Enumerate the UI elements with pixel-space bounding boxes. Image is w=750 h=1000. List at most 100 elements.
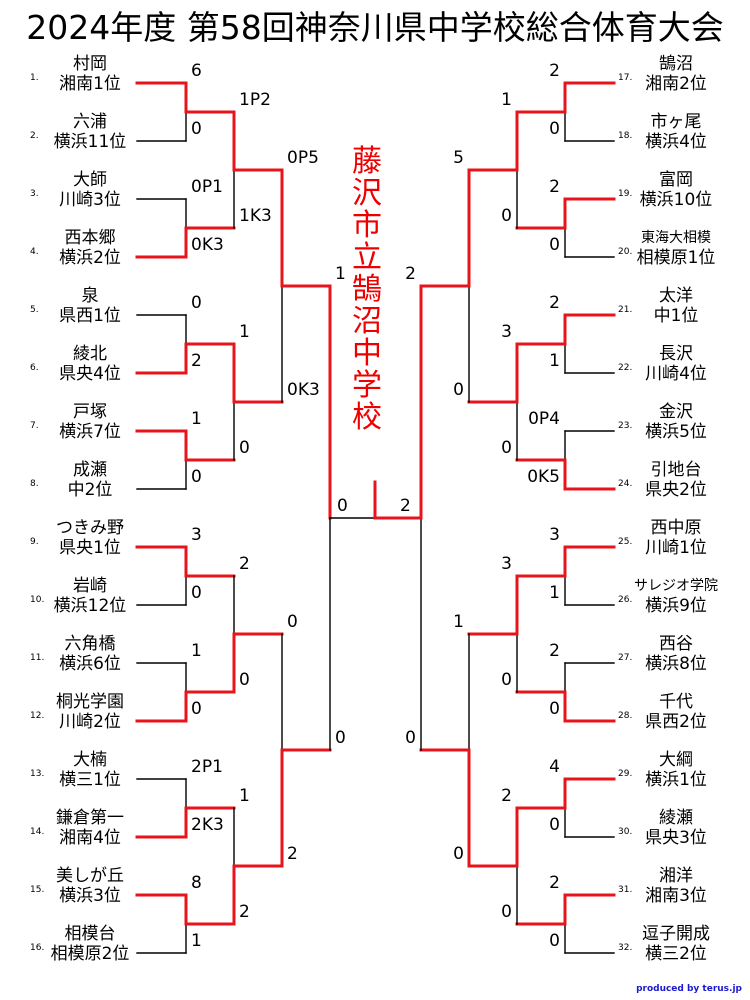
score: 0 bbox=[191, 583, 202, 603]
seed-number: 12. bbox=[30, 711, 45, 721]
team-rank: 横浜5位 bbox=[645, 422, 707, 442]
score: 0 bbox=[501, 902, 512, 922]
seed-number: 4. bbox=[30, 247, 39, 257]
team-school: 引地台 bbox=[650, 460, 702, 480]
team-name: 綾北県央4位 bbox=[42, 344, 138, 384]
team-rank: 県央1位 bbox=[59, 538, 121, 558]
score: 1 bbox=[191, 641, 202, 661]
team-school: 大師 bbox=[73, 170, 107, 190]
team-name: 岩崎横浜12位 bbox=[42, 576, 138, 616]
seed-number: 13. bbox=[30, 769, 45, 779]
seed-number: 24. bbox=[618, 479, 633, 489]
score: 0 bbox=[191, 119, 202, 139]
team-school: 岩崎 bbox=[73, 576, 107, 596]
seed-number: 23. bbox=[618, 421, 633, 431]
score: 0 bbox=[191, 293, 202, 313]
team-rank: 横浜10位 bbox=[639, 190, 713, 210]
seed-number: 22. bbox=[618, 363, 633, 373]
champion-char: 中 bbox=[352, 336, 382, 371]
score: 0P4 bbox=[528, 409, 560, 429]
seed-number: 10. bbox=[30, 595, 45, 605]
champion-char: 学 bbox=[352, 368, 382, 403]
team-school: サレジオ学院 bbox=[634, 578, 718, 594]
seed-number: 26. bbox=[618, 595, 633, 605]
team-name: 湘洋湘南3位 bbox=[628, 866, 724, 906]
champion-char: 沼 bbox=[352, 304, 382, 339]
score: 2 bbox=[549, 177, 560, 197]
score: 3 bbox=[501, 554, 512, 574]
team-rank: 中1位 bbox=[653, 306, 699, 326]
team-rank: 横浜1位 bbox=[645, 770, 707, 790]
seed-number: 2. bbox=[30, 131, 39, 141]
score: 0P1 bbox=[191, 177, 223, 197]
score: 1 bbox=[239, 322, 250, 342]
score: 0 bbox=[453, 844, 464, 864]
score: 4 bbox=[549, 757, 560, 777]
team-name: 西谷横浜8位 bbox=[628, 634, 724, 674]
score: 2 bbox=[239, 902, 250, 922]
score: 2P1 bbox=[191, 757, 223, 777]
score: 0P5 bbox=[287, 148, 319, 168]
team-name: 相模台相模原2位 bbox=[42, 924, 138, 964]
seed-number: 11. bbox=[30, 653, 45, 663]
team-name: 六角橋横浜6位 bbox=[42, 634, 138, 674]
team-school: 桐光学園 bbox=[56, 692, 124, 712]
team-rank: 横浜9位 bbox=[645, 596, 707, 616]
team-school: 湘洋 bbox=[659, 866, 693, 886]
score: 0 bbox=[287, 612, 298, 632]
champion-label: 藤沢市立鵠沼中学校 bbox=[349, 146, 385, 434]
score: 1P2 bbox=[239, 90, 271, 110]
page-title: 2024年度 第58回神奈川県中学校総合体育大会 bbox=[26, 8, 724, 47]
seed-number: 3. bbox=[30, 189, 39, 199]
score: 0 bbox=[501, 206, 512, 226]
team-name: 大楠横三1位 bbox=[42, 750, 138, 790]
team-rank: 川崎1位 bbox=[645, 538, 707, 558]
champion-char: 立 bbox=[352, 240, 382, 275]
score: 1K3 bbox=[239, 206, 272, 226]
team-rank: 湘南3位 bbox=[645, 886, 707, 906]
seed-number: 19. bbox=[618, 189, 633, 199]
score: 0 bbox=[549, 815, 560, 835]
score: 3 bbox=[501, 322, 512, 342]
champion-char: 鵠 bbox=[352, 272, 382, 307]
team-school: 鎌倉第一 bbox=[56, 808, 124, 828]
team-rank: 横浜4位 bbox=[645, 132, 707, 152]
team-school: 成瀬 bbox=[73, 460, 107, 480]
score: 1 bbox=[239, 786, 250, 806]
seed-number: 20. bbox=[618, 247, 633, 257]
team-rank: 県央4位 bbox=[59, 364, 121, 384]
team-school: 西本郷 bbox=[64, 228, 116, 248]
champion-char: 校 bbox=[352, 400, 382, 435]
seed-number: 18. bbox=[618, 131, 633, 141]
score: 5 bbox=[453, 148, 464, 168]
score: 2 bbox=[501, 786, 512, 806]
team-school: 六浦 bbox=[73, 112, 107, 132]
score: 2 bbox=[405, 264, 416, 284]
score: 2 bbox=[549, 873, 560, 893]
team-school: 大楠 bbox=[73, 750, 107, 770]
team-rank: 湘南4位 bbox=[59, 828, 121, 848]
champion-char: 市 bbox=[352, 208, 382, 243]
score: 2 bbox=[191, 351, 202, 371]
score: 0 bbox=[549, 235, 560, 255]
score: 0 bbox=[239, 670, 250, 690]
team-rank: 横浜11位 bbox=[53, 132, 127, 152]
seed-number: 21. bbox=[618, 305, 633, 315]
seed-number: 15. bbox=[30, 885, 45, 895]
team-school: 長沢 bbox=[659, 344, 693, 364]
team-rank: 相模原2位 bbox=[50, 944, 130, 964]
team-name: 泉県西1位 bbox=[42, 286, 138, 326]
score: 0 bbox=[453, 380, 464, 400]
seed-number: 31. bbox=[618, 885, 633, 895]
team-school: 西中原 bbox=[650, 518, 702, 538]
team-school: 美しが丘 bbox=[56, 866, 124, 886]
team-school: 千代 bbox=[659, 692, 693, 712]
team-rank: 県央3位 bbox=[645, 828, 707, 848]
team-name: 大綱横浜1位 bbox=[628, 750, 724, 790]
score: 0K3 bbox=[287, 380, 320, 400]
seed-number: 1. bbox=[30, 73, 39, 83]
team-school: 相模台 bbox=[64, 924, 116, 944]
team-school: 東海大相模 bbox=[641, 230, 711, 246]
